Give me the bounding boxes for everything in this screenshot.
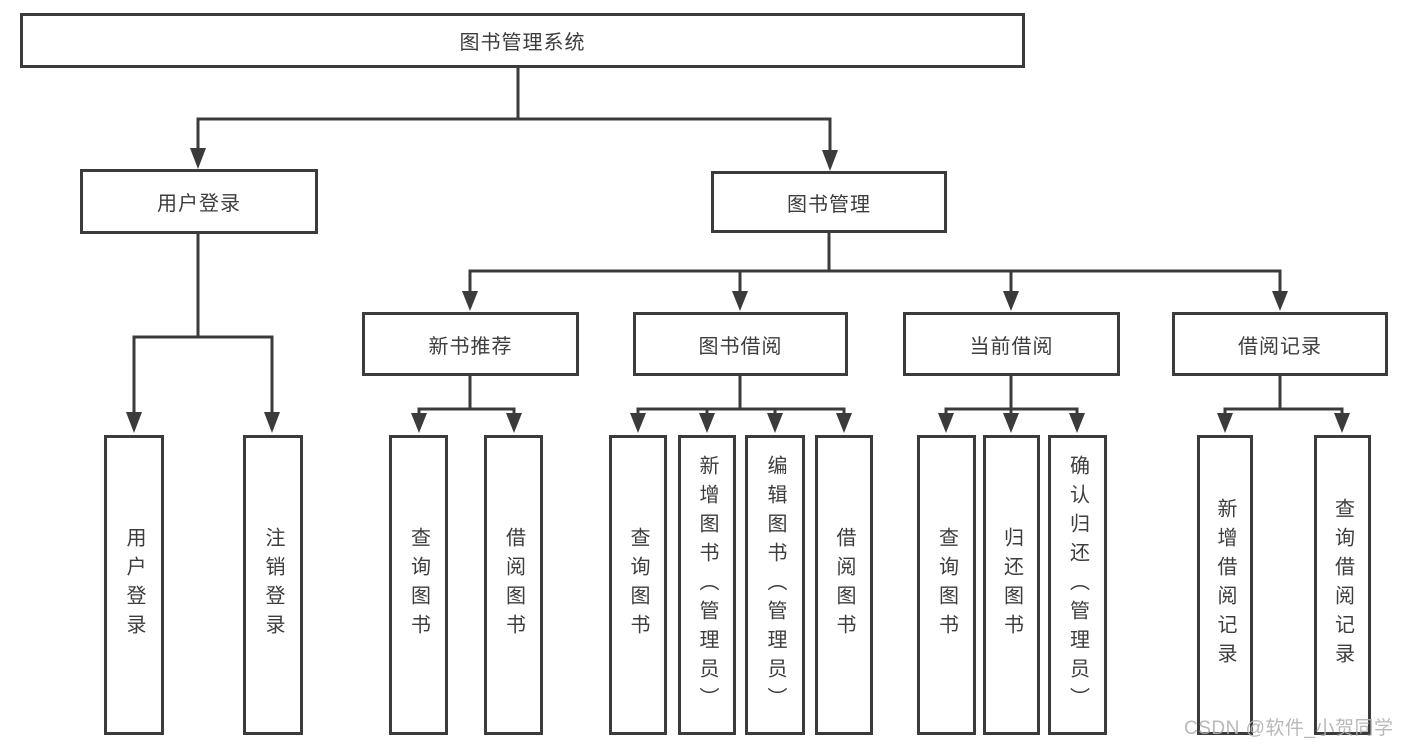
leaf-logout-login-label: 注销登录 <box>262 527 284 643</box>
leaf-borrow-books-borrow-label: 借阅图书 <box>833 527 855 643</box>
leaf-add-borrow-record: 新增借阅记录 <box>1197 435 1253 735</box>
node-book-management-label: 图书管理 <box>787 193 871 216</box>
node-book-management: 图书管理 <box>711 171 947 233</box>
node-book-borrow: 图书借阅 <box>633 312 848 376</box>
connector-new-book-recommend <box>411 376 522 433</box>
leaf-query-borrow-record-label: 查询借阅记录 <box>1331 498 1354 672</box>
leaf-query-books-recommend: 查询图书 <box>389 435 448 735</box>
node-borrow-records: 借阅记录 <box>1172 312 1388 376</box>
leaf-add-books-admin: 新增图书（管理员） <box>678 435 736 735</box>
leaf-edit-books-admin: 编辑图书（管理员） <box>745 435 805 735</box>
leaf-query-books-current: 查询图书 <box>917 435 976 735</box>
leaf-confirm-return-admin-label: 确认归还（管理员） <box>1066 454 1089 716</box>
leaf-confirm-return-admin: 确认归还（管理员） <box>1048 435 1107 735</box>
connector-root <box>190 66 838 171</box>
leaf-query-books-borrow: 查询图书 <box>609 435 667 735</box>
node-library-system: 图书管理系统 <box>20 13 1025 68</box>
leaf-user-login: 用户登录 <box>104 435 164 735</box>
node-user-login: 用户登录 <box>80 169 318 234</box>
leaf-borrow-books-recommend-label: 借阅图书 <box>502 527 525 643</box>
connector-borrow-records <box>1217 376 1350 433</box>
leaf-return-books-label: 归还图书 <box>1000 527 1023 643</box>
connector-book-borrow <box>630 376 852 433</box>
leaf-borrow-books-recommend: 借阅图书 <box>484 435 543 735</box>
node-new-book-recommend: 新书推荐 <box>362 312 579 376</box>
node-user-login-label: 用户登录 <box>157 193 241 215</box>
leaf-logout-login: 注销登录 <box>243 435 303 735</box>
leaf-edit-books-admin-label: 编辑图书（管理员） <box>764 454 786 716</box>
leaf-add-borrow-record-label: 新增借阅记录 <box>1214 498 1236 672</box>
leaf-query-books-current-label: 查询图书 <box>935 527 958 643</box>
leaf-query-borrow-record: 查询借阅记录 <box>1314 435 1371 735</box>
node-current-borrow: 当前借阅 <box>903 312 1120 376</box>
leaf-query-books-recommend-label: 查询图书 <box>407 527 430 643</box>
leaf-return-books: 归还图书 <box>983 435 1040 735</box>
connector-current-borrow <box>938 376 1085 433</box>
node-library-system-label: 图书管理系统 <box>459 32 586 54</box>
leaf-add-books-admin-label: 新增图书（管理员） <box>696 454 718 716</box>
node-borrow-records-label: 借阅记录 <box>1238 335 1322 358</box>
connector-book-management <box>462 233 1288 311</box>
leaf-user-login-label: 用户登录 <box>123 527 145 643</box>
node-current-borrow-label: 当前借阅 <box>969 335 1054 358</box>
leaf-query-books-borrow-label: 查询图书 <box>627 527 649 643</box>
node-new-book-recommend-label: 新书推荐 <box>428 335 513 358</box>
csdn-watermark: CSDN @软件_小贺同学 <box>1184 718 1394 739</box>
leaf-borrow-books-borrow: 借阅图书 <box>815 435 873 735</box>
connector-user-login <box>126 233 280 433</box>
node-book-borrow-label: 图书借阅 <box>698 335 783 358</box>
